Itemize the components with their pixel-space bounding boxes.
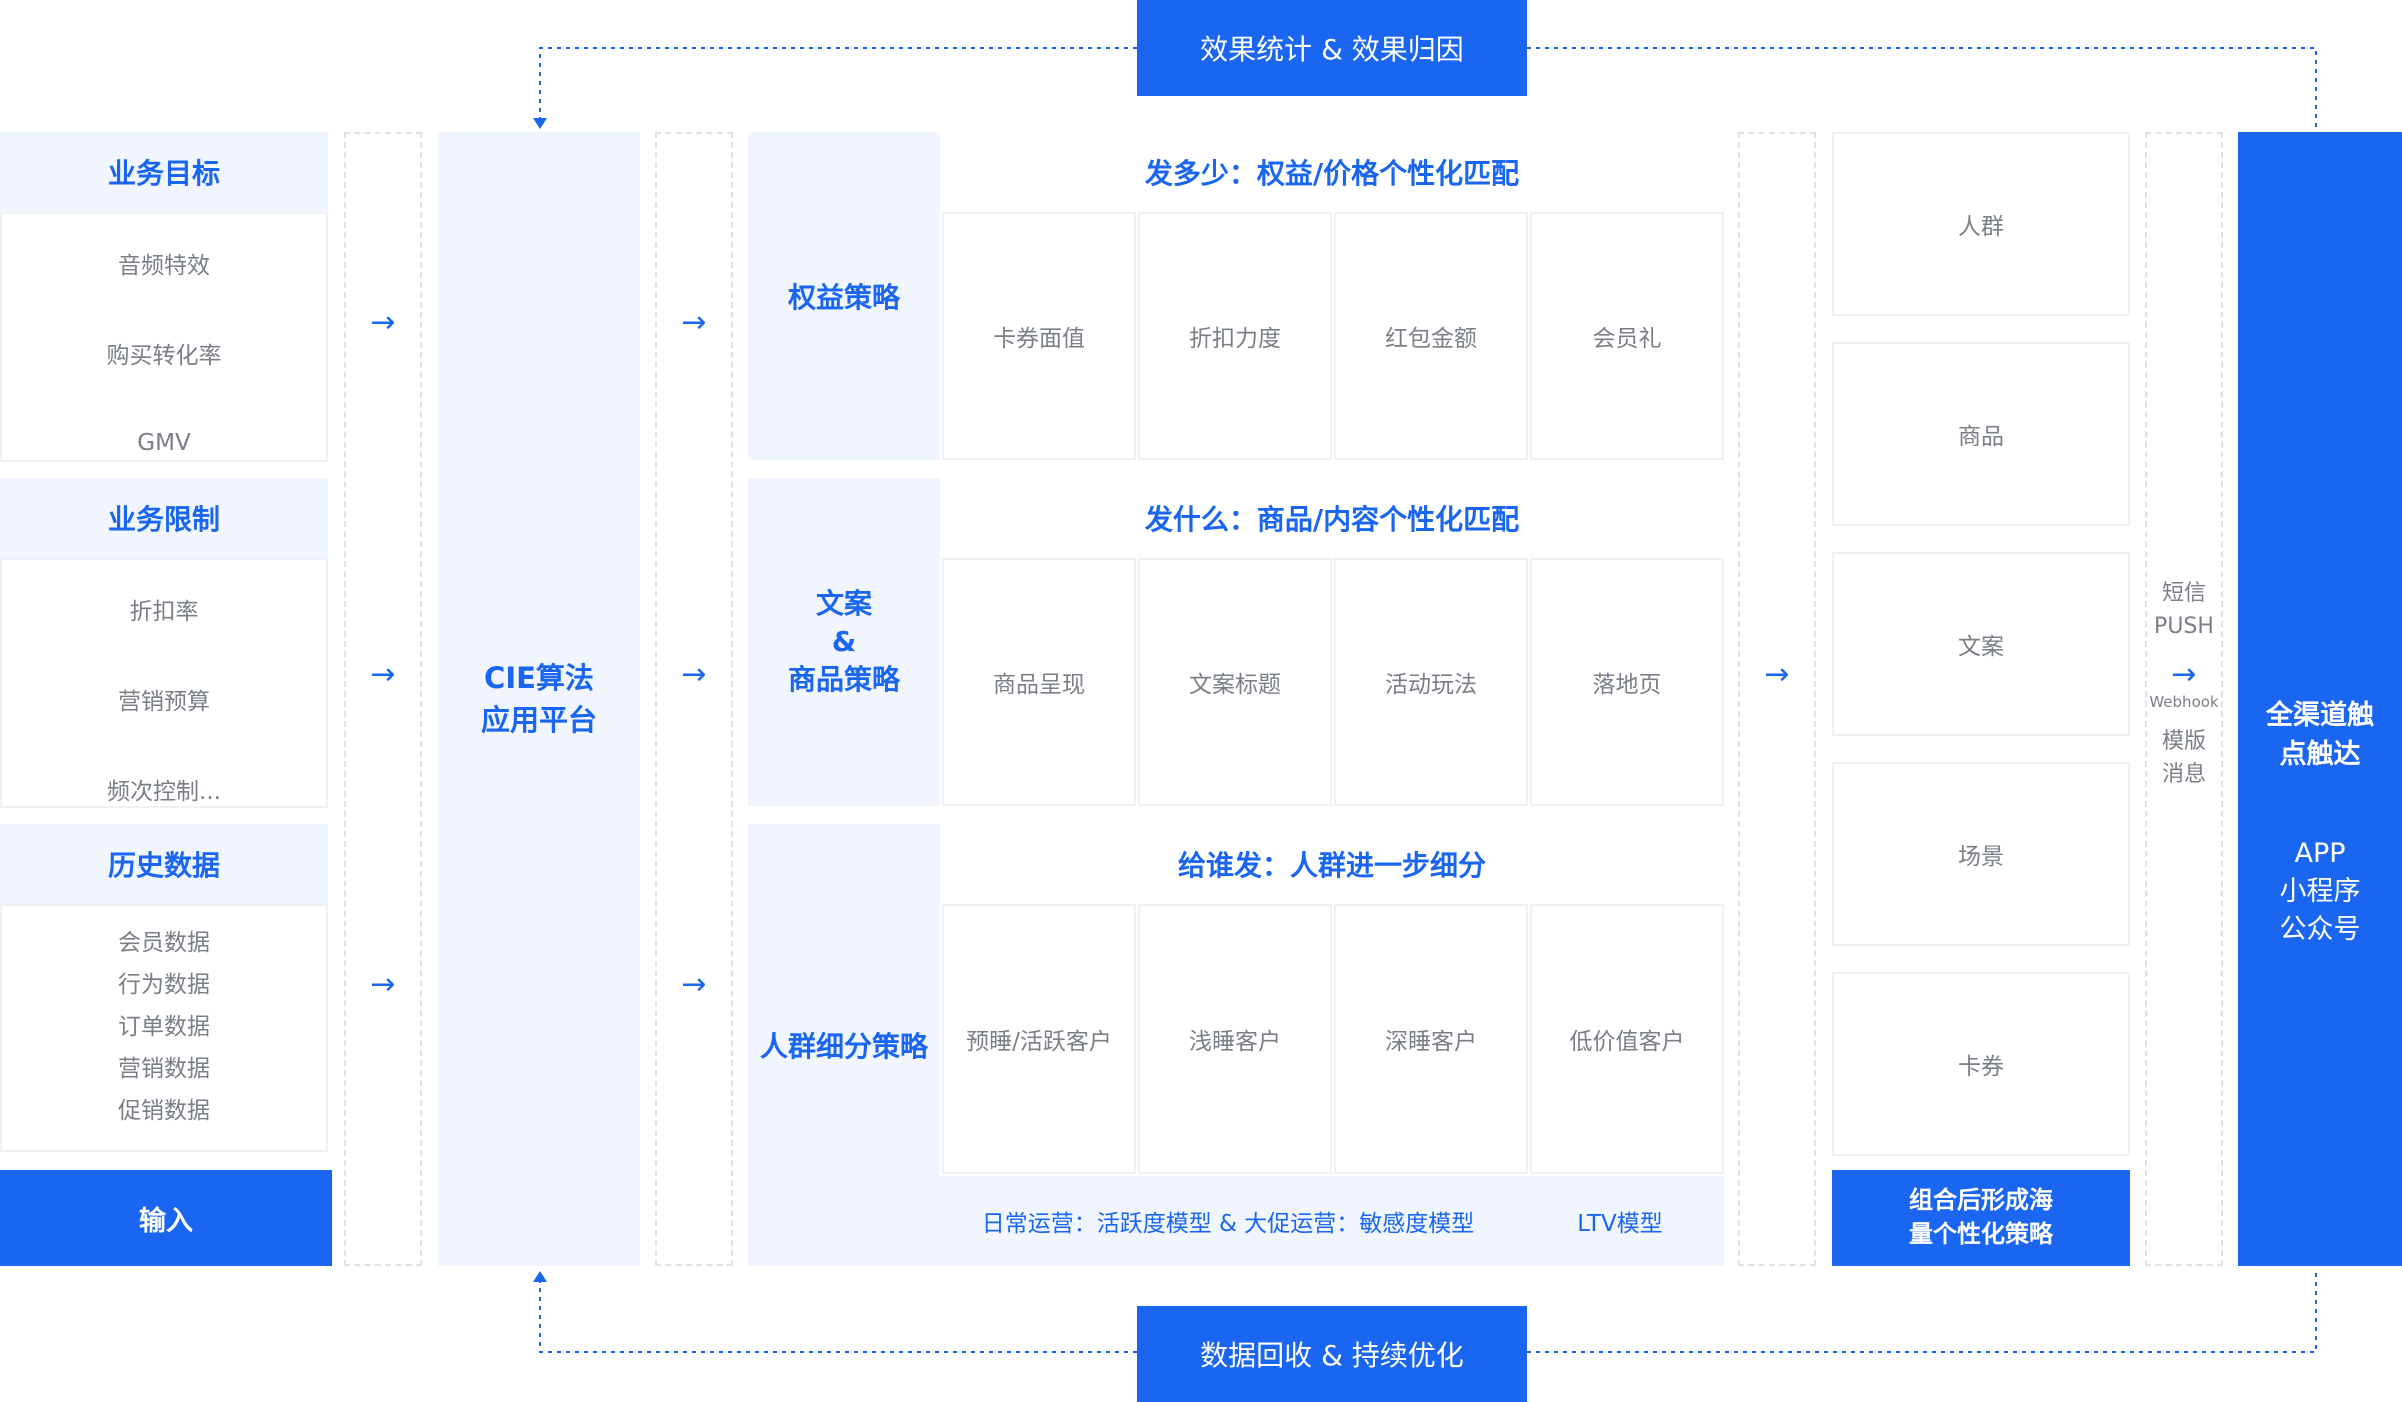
input-item: 订单数据 bbox=[118, 1014, 210, 1040]
strategy-header: 给谁发：人群进一步细分 bbox=[1177, 849, 1486, 882]
strategy-cell: 卡券面值 bbox=[942, 212, 1136, 460]
input-item: 会员数据 bbox=[118, 930, 210, 956]
combine-footer: 组合后形成海 量个性化策略 bbox=[1832, 1170, 2130, 1266]
reach-title: 全渠道触 点触达 bbox=[2266, 699, 2374, 770]
right-arrow-icon: → bbox=[681, 966, 707, 1002]
strategy-cell: 低价值客户 bbox=[1530, 904, 1724, 1174]
right-arrow-icon: → bbox=[1764, 656, 1790, 692]
input-item: 音频特效 bbox=[118, 253, 210, 279]
input-item: GMV bbox=[137, 430, 191, 456]
strategy-label: 文案 & 商品策略 bbox=[748, 478, 940, 806]
strategy-cell: 深睡客户 bbox=[1334, 904, 1528, 1174]
right-arrow-icon: → bbox=[370, 966, 396, 1002]
input-item: 频次控制... bbox=[107, 779, 221, 805]
bottom-banner: 数据回收 & 持续优化 bbox=[1137, 1306, 1527, 1402]
connector-column bbox=[2145, 132, 2223, 1266]
strategy-cell: 文案标题 bbox=[1138, 558, 1332, 806]
input-group-title: 业务目标 bbox=[0, 132, 328, 212]
combine-item: 卡券 bbox=[1832, 972, 2130, 1156]
strategy-cell: 折扣力度 bbox=[1138, 212, 1332, 460]
input-group-box: 音频特效 购买转化率 GMV bbox=[0, 212, 328, 462]
strategy-cell: 落地页 bbox=[1530, 558, 1724, 806]
model-footer-left: 日常运营：活跃度模型 & 大促运营：敏感度模型 bbox=[981, 1211, 1475, 1237]
input-item: 购买转化率 bbox=[106, 343, 222, 369]
input-group-box: 折扣率 营销预算 频次控制... bbox=[0, 558, 328, 808]
down-arrow-icon bbox=[533, 118, 547, 129]
right-arrow-icon: → bbox=[370, 656, 396, 692]
input-footer: 输入 bbox=[0, 1170, 332, 1266]
right-arrow-icon: → bbox=[681, 656, 707, 692]
connector-column bbox=[344, 132, 422, 1266]
connector-column bbox=[1738, 132, 1816, 1266]
strategy-header: 发什么：商品/内容个性化匹配 bbox=[1144, 503, 1520, 536]
combine-item: 场景 bbox=[1832, 762, 2130, 946]
strategy-cell: 活动玩法 bbox=[1334, 558, 1528, 806]
channel-template-msg: 模版 消息 bbox=[2161, 729, 2206, 787]
model-footer-right: LTV模型 bbox=[1577, 1211, 1663, 1237]
channel-webhook: Webhook bbox=[2149, 693, 2219, 711]
top-banner: 效果统计 & 效果归因 bbox=[1137, 0, 1527, 96]
strategy-cell: 会员礼 bbox=[1530, 212, 1724, 460]
input-item: 营销预算 bbox=[118, 689, 210, 715]
input-group-box: 会员数据 行为数据 订单数据 营销数据 促销数据 bbox=[0, 904, 328, 1152]
strategy-cell: 预睡/活跃客户 bbox=[942, 904, 1136, 1174]
right-arrow-icon: → bbox=[370, 304, 396, 340]
strategy-label: 权益策略 bbox=[748, 132, 940, 460]
strategy-cell: 红包金额 bbox=[1334, 212, 1528, 460]
reach-channels: APP 小程序 公众号 bbox=[2279, 838, 2361, 945]
omnichannel-reach: 全渠道触 点触达 APP 小程序 公众号 bbox=[2238, 132, 2402, 1266]
up-arrow-icon bbox=[533, 1271, 547, 1282]
input-group-title: 业务限制 bbox=[0, 478, 328, 558]
input-item: 折扣率 bbox=[129, 599, 199, 625]
combine-item: 人群 bbox=[1832, 132, 2130, 316]
input-group-title: 历史数据 bbox=[0, 824, 328, 904]
right-arrow-icon: → bbox=[2171, 656, 2197, 692]
right-arrow-icon: → bbox=[681, 304, 707, 340]
input-item: 促销数据 bbox=[118, 1098, 210, 1124]
input-item: 行为数据 bbox=[118, 972, 210, 998]
strategy-label: 人群细分策略 bbox=[748, 824, 940, 1266]
connector-column bbox=[655, 132, 733, 1266]
combine-item: 文案 bbox=[1832, 552, 2130, 736]
strategy-cell: 商品呈现 bbox=[942, 558, 1136, 806]
input-item: 营销数据 bbox=[118, 1056, 210, 1082]
combine-item: 商品 bbox=[1832, 342, 2130, 526]
strategy-header: 发多少：权益/价格个性化匹配 bbox=[1144, 157, 1520, 190]
strategy-cell: 浅睡客户 bbox=[1138, 904, 1332, 1174]
channel-sms-push: 短信 PUSH bbox=[2154, 581, 2214, 639]
model-footer: 日常运营：活跃度模型 & 大促运营：敏感度模型 LTV模型 bbox=[940, 1176, 1724, 1266]
cie-platform: CIE算法 应用平台 bbox=[438, 132, 640, 1266]
